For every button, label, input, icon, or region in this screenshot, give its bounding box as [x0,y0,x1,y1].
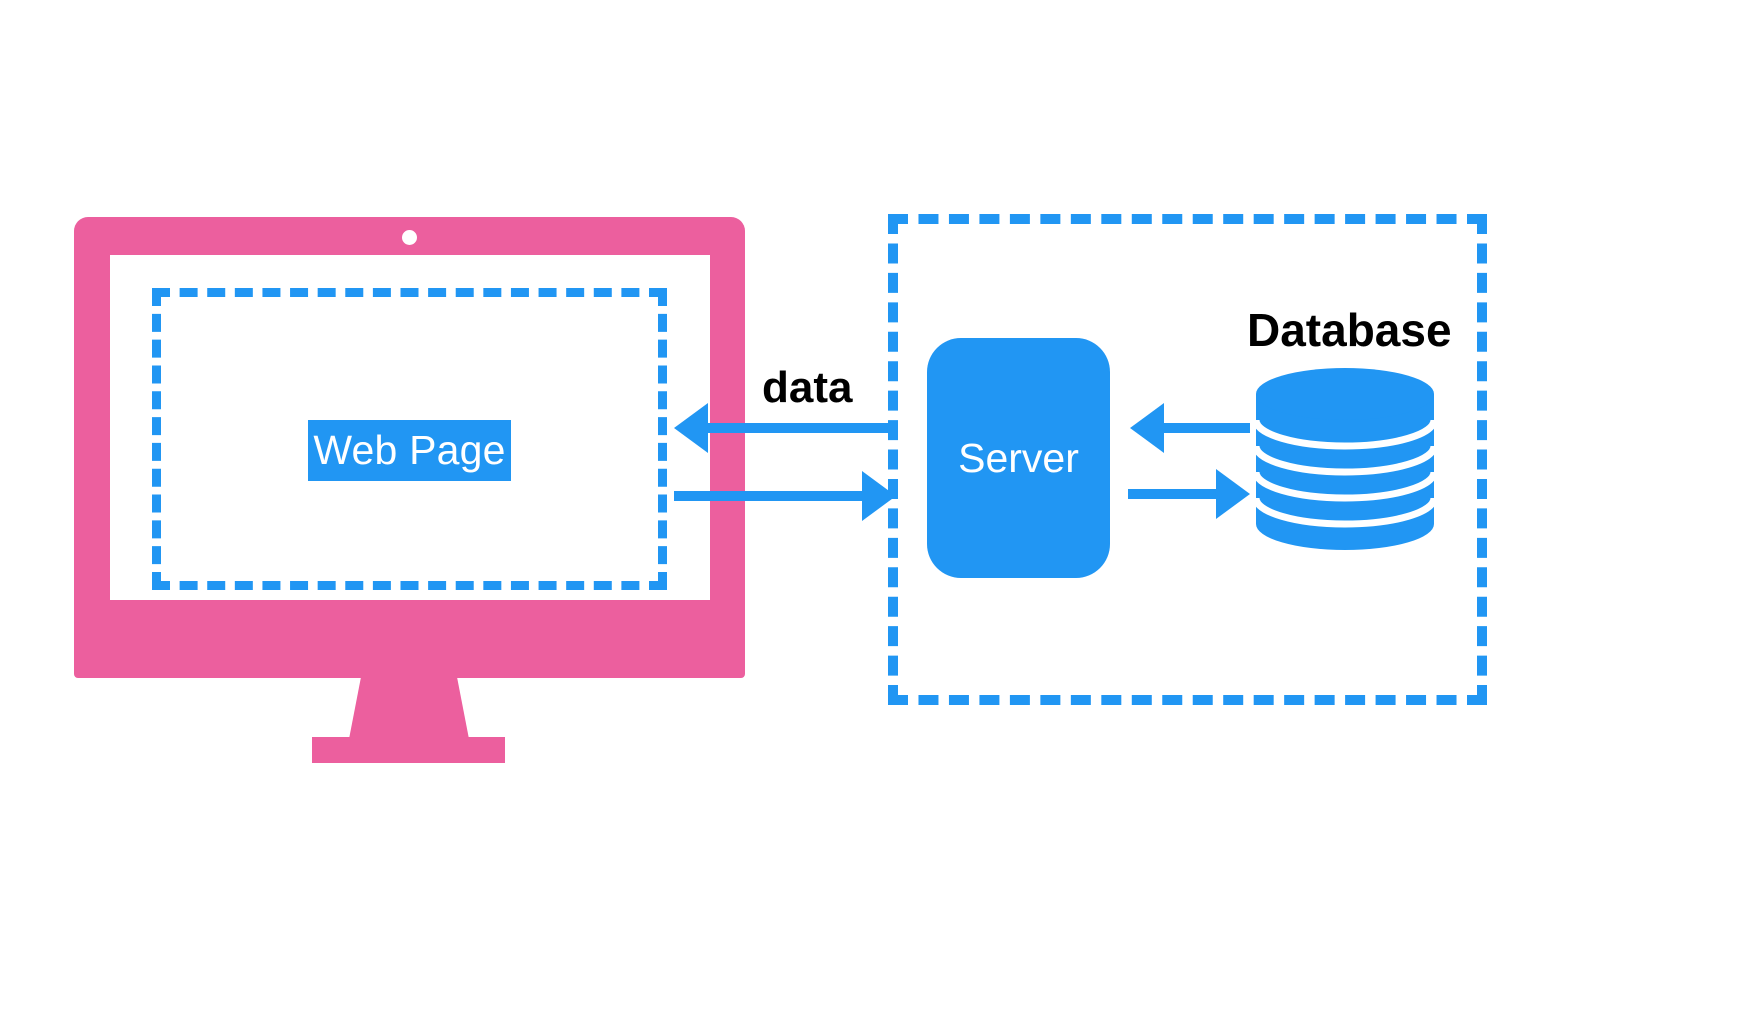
server-label-text: Server [958,434,1079,481]
browser-viewport-dashed-border [152,288,667,590]
arrow-server-to-database-head-icon [1216,469,1250,519]
data-flow-label: data [762,363,853,412]
arrow-client-to-server-shaft [674,491,864,501]
arrow-database-to-server-shaft [1164,423,1250,433]
monitor-stand-base [312,737,505,763]
web-page-label-text: Web Page [313,427,506,473]
arrow-server-to-database-shaft [1128,489,1218,499]
monitor-stand-neck [349,677,469,739]
arrow-server-to-client-shaft [706,423,896,433]
client-monitor-group: Web Page [0,0,800,800]
web-page-label-chip: Web Page [308,420,511,481]
database-label-text: Database [1247,304,1452,356]
database-cylinder-icon [1252,368,1438,550]
backend-dashed-boundary [888,214,1487,705]
server-box: Server [927,338,1110,578]
arrow-server-to-client-head-icon [674,403,708,453]
webcam-dot-icon [402,230,417,245]
arrow-database-to-server-head-icon [1130,403,1164,453]
